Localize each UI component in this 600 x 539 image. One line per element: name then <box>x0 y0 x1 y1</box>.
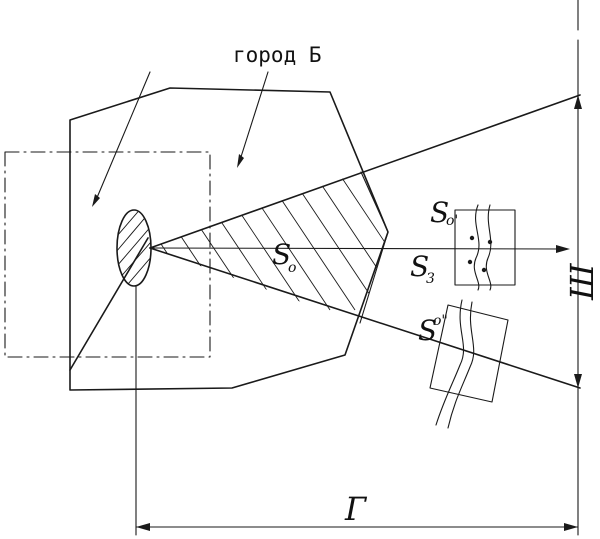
city-polygon <box>69 87 389 391</box>
rect-s0-double-prime <box>429 304 509 403</box>
origin-diagonal <box>69 237 149 371</box>
river-line-3 <box>435 299 465 426</box>
label-s0-double-prime-sub: o" <box>433 313 448 329</box>
sector-right-edge <box>359 171 389 324</box>
marker-dot-3 <box>481 267 487 273</box>
ray-center <box>149 247 566 250</box>
dim-W-arrow-bottom <box>574 374 582 388</box>
dim-G-arrow-right <box>564 523 578 531</box>
marker-dot-1 <box>469 235 475 241</box>
label-s3: S <box>410 250 429 283</box>
leader-line-zone <box>95 71 151 201</box>
leader-line-city <box>239 71 269 161</box>
marker-dot-4 <box>467 259 473 265</box>
label-s0-prime-sub: o' <box>446 213 458 229</box>
river-line-2 <box>485 204 492 291</box>
dash-dot-zone <box>4 151 211 358</box>
label-width-W: Ш <box>563 262 600 301</box>
label-city: город Б <box>233 43 322 67</box>
label-s0-double-prime: S <box>418 314 437 347</box>
ray-center-arrowhead <box>556 245 570 253</box>
marker-dot-2 <box>487 239 493 245</box>
arrowhead-zone <box>92 194 100 207</box>
arrowhead-city <box>237 154 244 168</box>
hatched-sector <box>150 172 388 311</box>
rect-s0-prime <box>454 209 516 286</box>
ray-upper <box>149 94 581 249</box>
dim-W-arrow-top <box>574 95 582 109</box>
origin-ellipse <box>116 209 152 287</box>
dim-G-arrow-left <box>136 523 150 531</box>
river-line-4 <box>447 301 475 429</box>
label-s0-main-sub: o <box>288 260 296 276</box>
label-s3-sub: 3 <box>426 271 435 287</box>
ray-lower <box>149 247 581 389</box>
river-line-1 <box>473 204 480 291</box>
label-s0-prime: S <box>430 196 449 229</box>
label-s0-main: S <box>272 238 291 271</box>
label-depth-G: Г <box>344 490 368 528</box>
